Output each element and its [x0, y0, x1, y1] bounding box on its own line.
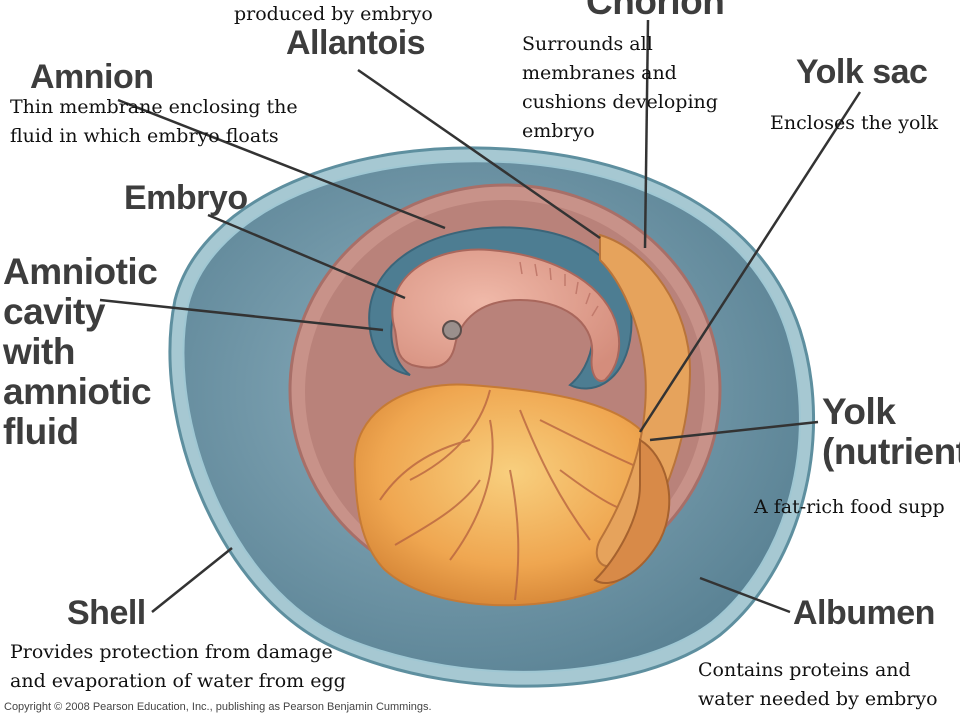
yolk-sac-description: Encloses the yolk: [770, 112, 938, 134]
label-yolk: Yolk (nutrients: [822, 392, 960, 472]
shell-description: Provides protection from damage and evap…: [10, 638, 346, 696]
amnion-description: Thin membrane enclosing the fluid in whi…: [10, 93, 298, 151]
chorion-description-line-2: membranes and: [522, 62, 677, 84]
albumen-description: Contains proteins and water needed by em…: [698, 656, 938, 714]
label-chorion: Chorion: [586, 0, 725, 22]
embryo-somites: [519, 261, 599, 317]
shell-description-line-2: and evaporation of water from egg: [10, 670, 346, 692]
embryo: [391, 248, 621, 382]
shell-description-line-1: Provides protection from damage: [10, 641, 333, 663]
chorion-description-line-4: embryo: [522, 120, 595, 142]
label-amniotic-cavity-line-4: amniotic: [3, 371, 152, 412]
albumen-description-line-2: water needed by embryo: [698, 688, 938, 710]
chorion-description-line-3: cushions developing: [522, 91, 718, 113]
label-amniotic-cavity-line-3: with: [3, 331, 75, 372]
label-amniotic-cavity-line-1: Amniotic: [3, 251, 158, 292]
label-allantois: Allantois: [286, 24, 426, 62]
albumen-description-line-1: Contains proteins and: [698, 659, 911, 681]
amnion-description-line-2: fluid in which embryo floats: [10, 125, 279, 147]
label-amniotic-cavity-line-5: fluid: [3, 411, 79, 452]
label-yolk-line-2: (nutrients: [822, 431, 960, 472]
yolk-blood-vessels: [379, 389, 651, 601]
label-amniotic-cavity-line-2: cavity: [3, 291, 105, 332]
label-yolk-line-1: Yolk: [822, 391, 896, 432]
leader-lines: [99, 19, 862, 614]
label-embryo: Embryo: [124, 179, 248, 217]
embryo-eye: [442, 320, 462, 340]
allantois-description-fragment: produced by embryo: [234, 3, 433, 25]
label-amniotic-cavity: Amniotic cavity with amniotic fluid: [3, 251, 158, 452]
label-albumen: Albumen: [793, 594, 935, 632]
amnion-description-line-1: Thin membrane enclosing the: [10, 96, 298, 118]
chorion-description: Surrounds all membranes and cushions dev…: [522, 30, 718, 146]
label-yolk-sac: Yolk sac: [796, 53, 928, 91]
chorion-description-line-1: Surrounds all: [522, 33, 653, 55]
yolk-description: A fat-rich food supp: [754, 496, 945, 518]
label-amnion: Amnion: [30, 58, 154, 96]
yolk-sac-stalk: [593, 438, 671, 585]
label-shell: Shell: [67, 594, 146, 632]
copyright-notice: Copyright © 2008 Pearson Education, Inc.…: [4, 701, 432, 713]
